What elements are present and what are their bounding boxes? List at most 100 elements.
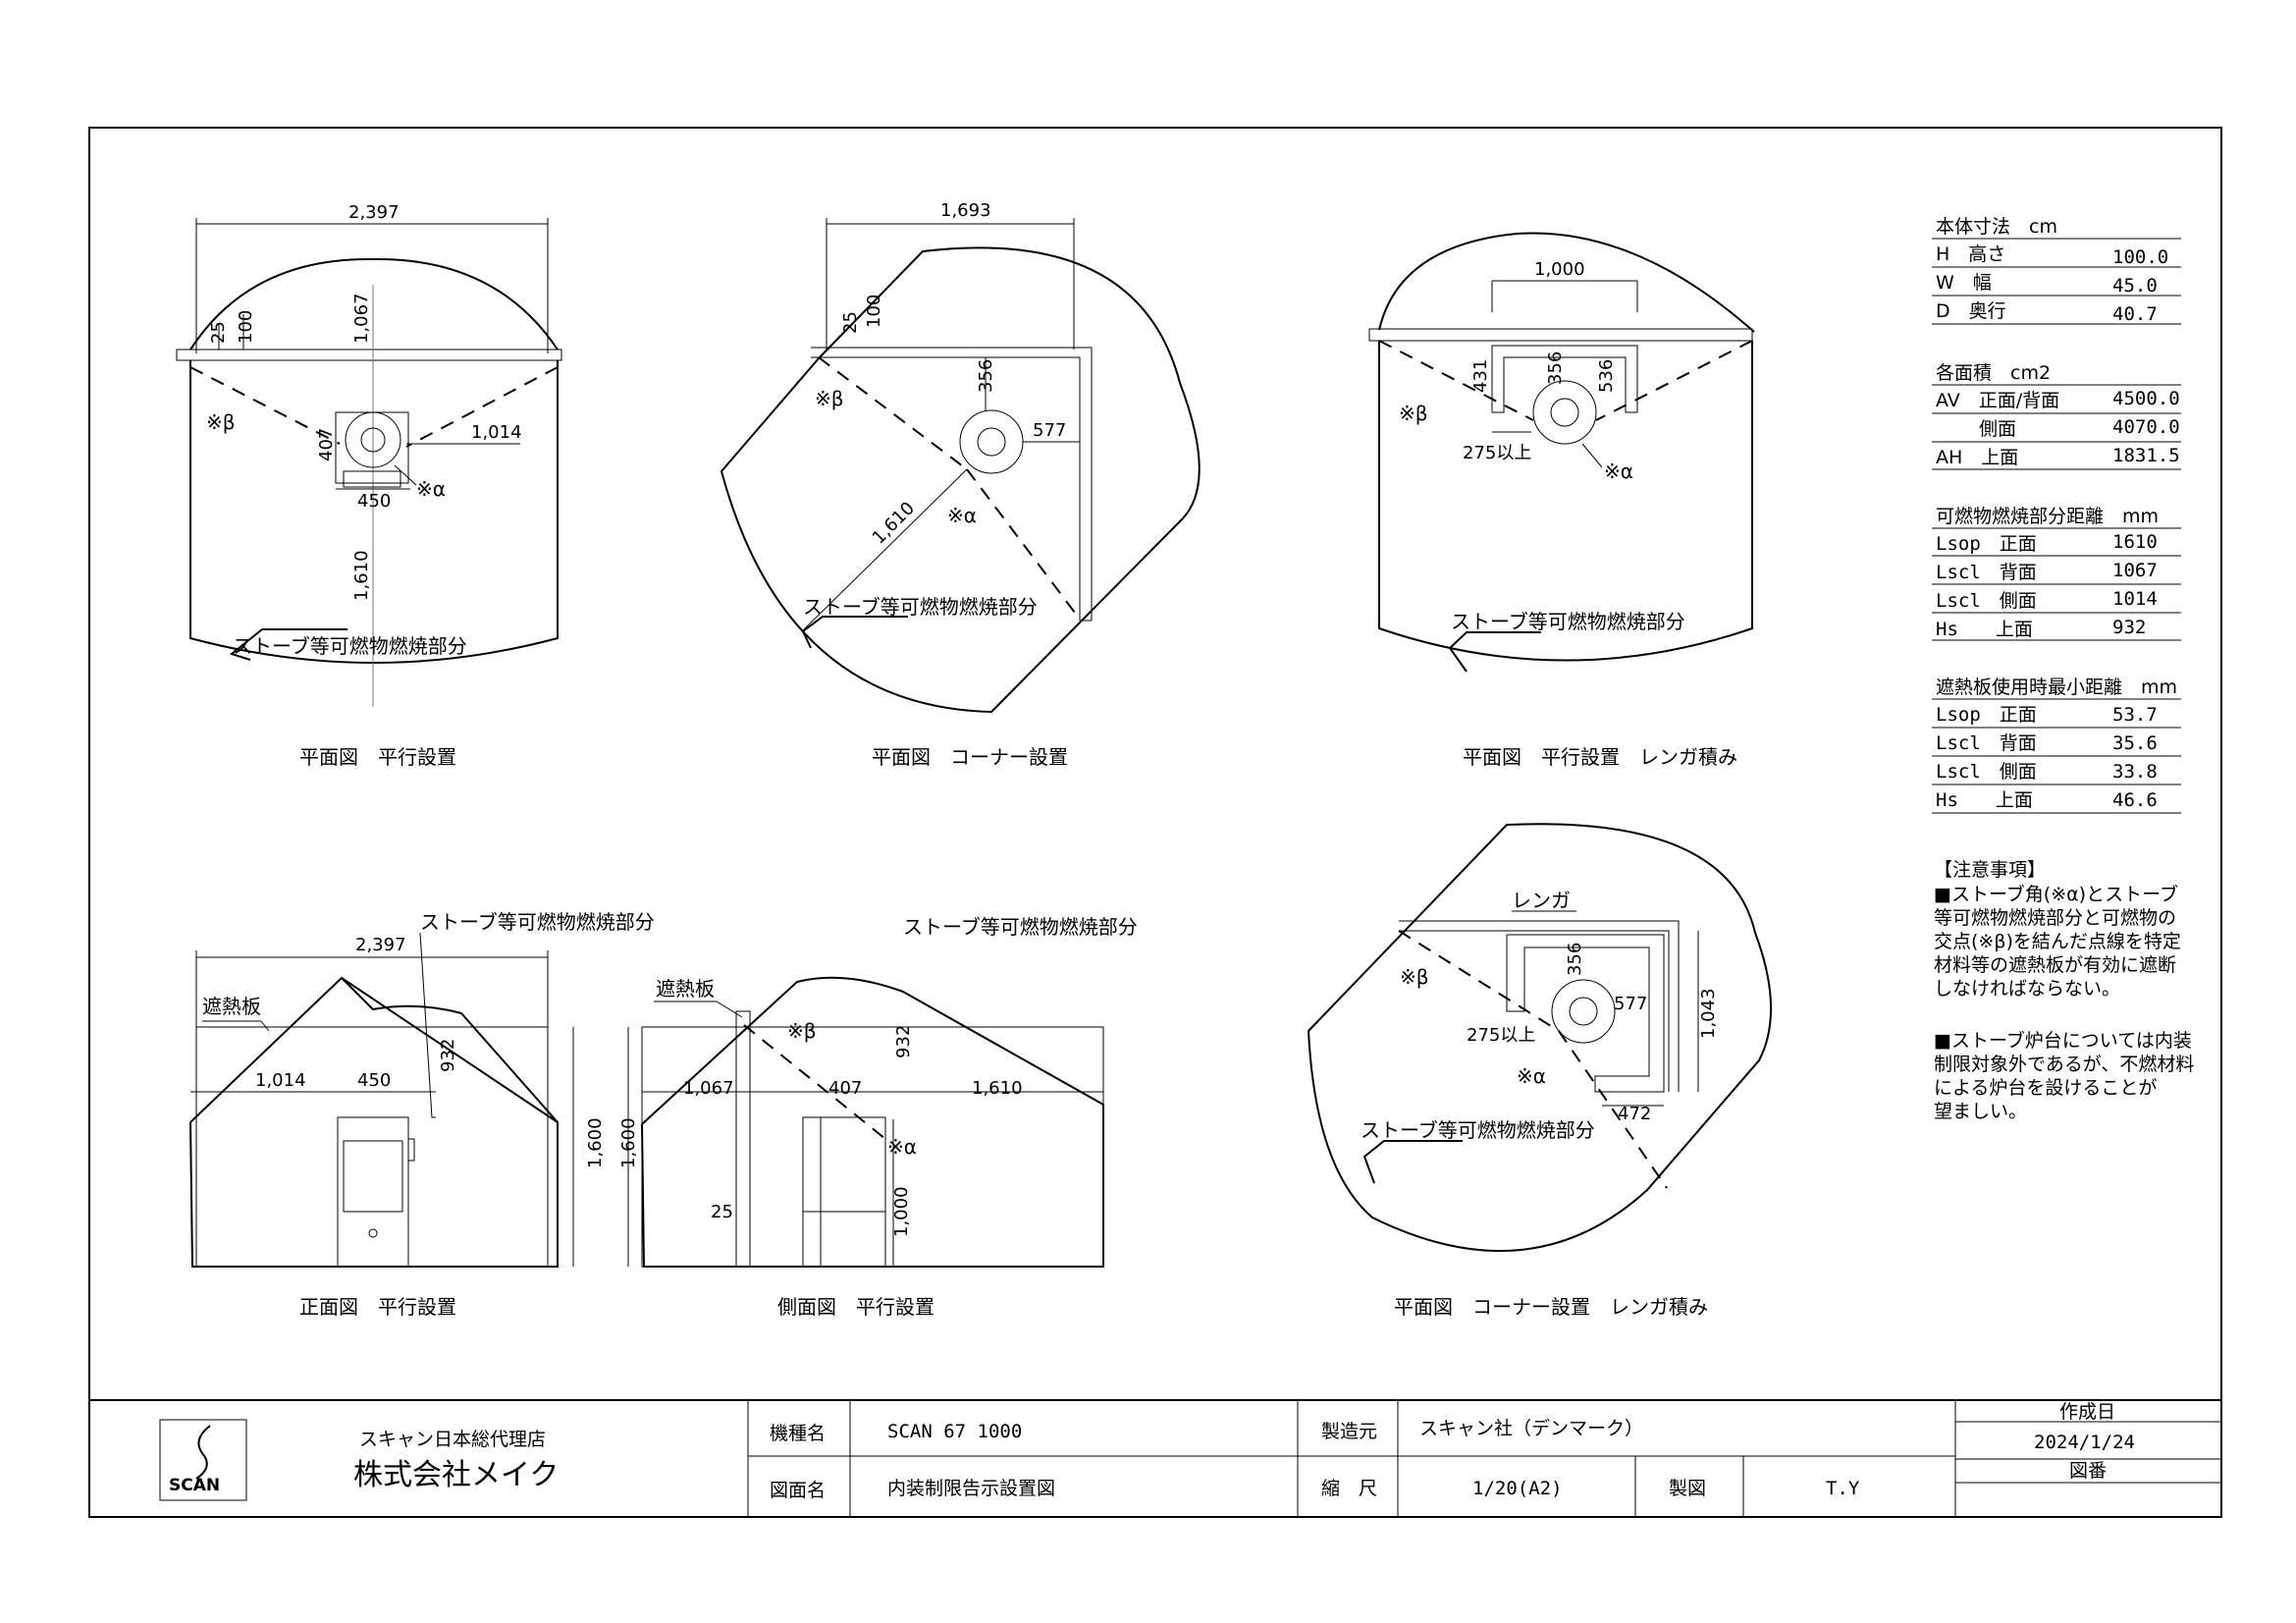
plan3-beta: ※β [1399, 402, 1428, 425]
spec-min-title: 遮熱板使用時最小距離 mm [1936, 676, 2177, 698]
agent-label: スキャン日本総代理店 [359, 1429, 546, 1450]
note2-line1: ■ストーブ炉台については内装 [1934, 1029, 2192, 1052]
plan2-d577: 577 [1033, 420, 1066, 441]
note1-line5: しなければならない。 [1934, 978, 2120, 1000]
note1-line3: 交点(※β)を結んだ点線を特定 [1934, 931, 2181, 952]
maker-label: 製造元 [1321, 1421, 1377, 1442]
spec-area-label-2: 側面 [1936, 418, 2016, 440]
plan4-beta: ※β [1400, 965, 1429, 989]
side-shield-label: 遮熱板 [656, 977, 715, 1001]
spec-min-label-4: Hs 上面 [1936, 789, 2033, 811]
plan1-back: 1,067 [351, 293, 372, 344]
spec-dist-title: 可燃物燃焼部分距離 mm [1936, 506, 2159, 527]
notes-title: 【注意事項】 [1934, 859, 2046, 881]
plan3-d431: 431 [1470, 359, 1491, 393]
scale-value: 1/20(A2) [1472, 1478, 1563, 1499]
spec-dist-value-4: 932 [2112, 617, 2146, 638]
front-stove [337, 1116, 409, 1268]
plan2-zone-label: ストーブ等可燃物燃焼部分 [803, 595, 1038, 619]
spec-min-value-2: 35.6 [2112, 732, 2158, 754]
plan4-brick-label: レンガ [1512, 889, 1571, 912]
plan4-brick [1506, 934, 1665, 1093]
plan3-zone-outline [1378, 341, 1753, 662]
spec-min-value-1: 53.7 [2112, 704, 2158, 726]
plan3-d356: 356 [1545, 352, 1566, 385]
front-side: 1,014 [255, 1070, 306, 1091]
spec-dist-value-1: 1610 [2112, 531, 2158, 553]
side-height: 932 [893, 1025, 914, 1058]
note2-line2: 制限対象外であるが、不燃材料 [1934, 1054, 2194, 1075]
front-shield [195, 1026, 549, 1268]
plan1-stove-d: 407 [316, 428, 337, 461]
plan1-zone-label: ストーブ等可燃物燃焼部分 [233, 634, 467, 658]
plan2-beta: ※β [815, 387, 844, 410]
plan-parallel-brick: 1,000 431 356 536 275以上 ※β ※α ストーブ等可燃物燃焼… [1368, 232, 1755, 769]
plan3-zone-label: ストーブ等可燃物燃焼部分 [1451, 610, 1685, 633]
plan3-alpha: ※α [1604, 460, 1633, 483]
spec-dist-label-4: Hs 上面 [1936, 619, 2033, 640]
side-zone-label: ストーブ等可燃物燃焼部分 [903, 915, 1138, 939]
plan3-d536: 536 [1596, 359, 1617, 393]
scan-logo-mark [195, 1425, 211, 1480]
side-front: 1,610 [972, 1078, 1023, 1099]
spec-area-label-1: AV 正面/背面 [1936, 390, 2059, 411]
drawing-number-label: 図番 [2069, 1460, 2107, 1482]
plan1-side: 1,014 [471, 422, 522, 443]
side-beta: ※β [787, 1019, 817, 1043]
scale-label: 縮 尺 [1321, 1478, 1377, 1499]
plan-corner-brick: レンガ 356 577 1,043 472 275以上 ※β ※α ストーブ等可… [1307, 823, 1772, 1319]
note2-line4: 望ましい。 [1934, 1101, 2027, 1122]
plan1-d100: 100 [236, 310, 256, 344]
front-caption: 正面図 平行設置 [299, 1295, 456, 1319]
spec-body-label-3: D 奥行 [1936, 300, 2006, 322]
spec-body-title: 本体寸法 cm [1936, 216, 2057, 238]
plan1-zone-arc [189, 257, 559, 351]
plan1-front: 1,610 [351, 550, 372, 601]
plan2-stove [959, 409, 1024, 474]
plan1-stove-w: 450 [357, 491, 391, 512]
plan-corner: 1,693 25 100 356 577 1,610 ※β ※α ストーブ等可燃… [720, 200, 1201, 769]
plan4-gap: 275以上 [1467, 1025, 1535, 1046]
plan-parallel: 2,397 25 100 1,067 1,610 1,014 407 450 ※… [176, 202, 562, 769]
plan3-stove [1532, 380, 1597, 445]
notes: 【注意事項】 ■ストーブ角(※α)とストーブ 等可燃物燃焼部分と可燃物の 交点(… [1934, 859, 2194, 1122]
spec-dist-label-2: Lscl 背面 [1936, 562, 2037, 583]
date-value: 2024/1/24 [2034, 1432, 2135, 1453]
spec-min-label-3: Lscl 側面 [1936, 761, 2037, 783]
plan2-d25: 25 [840, 311, 861, 334]
plan1-stove-round [345, 411, 401, 468]
plan2-d356: 356 [976, 359, 996, 393]
drawn-label: 製図 [1669, 1478, 1706, 1499]
spec-min-value-3: 33.8 [2112, 761, 2158, 783]
note1-line2: 等可燃物燃焼部分と可燃物の [1934, 907, 2176, 929]
spec-area-value-3: 1831.5 [2112, 445, 2180, 466]
plan2-alpha: ※α [947, 504, 977, 527]
front-zone-label: ストーブ等可燃物燃焼部分 [420, 910, 655, 934]
side-d25: 25 [711, 1202, 733, 1222]
plan3-zone-arc [1378, 232, 1755, 333]
front-height: 932 [438, 1039, 458, 1072]
plan4-caption: 平面図 コーナー設置 レンガ積み [1394, 1295, 1708, 1319]
front-elevation: 2,397 遮熱板 ストーブ等可燃物燃焼部分 932 1,014 450 1,6… [189, 910, 655, 1319]
plan3-wall-w: 1,000 [1534, 259, 1585, 280]
spec-body-label-2: W 幅 [1936, 272, 1992, 294]
date-label: 作成日 [2059, 1401, 2115, 1423]
plan1-width: 2,397 [348, 202, 400, 223]
plan3-brick [1491, 345, 1638, 413]
side-total: 1,600 [618, 1117, 639, 1168]
plan3-wall [1368, 328, 1753, 342]
note2-line3: による炉台を設けることが [1934, 1077, 2157, 1099]
side-frame [641, 1026, 1104, 1268]
spec-body-value-1: 100.0 [2112, 246, 2168, 268]
spec-area-value-2: 4070.0 [2112, 416, 2180, 438]
spec-body-label-1: H 高さ [1936, 243, 2005, 265]
plan3-gap: 275以上 [1463, 443, 1531, 463]
side-elevation: 遮熱板 ストーブ等可燃物燃焼部分 ※β ※α 932 1,067 407 1,6… [618, 915, 1138, 1319]
spec-body-value-3: 40.7 [2112, 303, 2158, 325]
scan-logo [159, 1419, 247, 1501]
spec-min-value-4: 46.6 [2112, 789, 2158, 811]
model-label: 機種名 [770, 1423, 826, 1444]
model-value: SCAN 67 1000 [887, 1421, 1022, 1442]
plan4-alpha: ※α [1517, 1064, 1546, 1088]
